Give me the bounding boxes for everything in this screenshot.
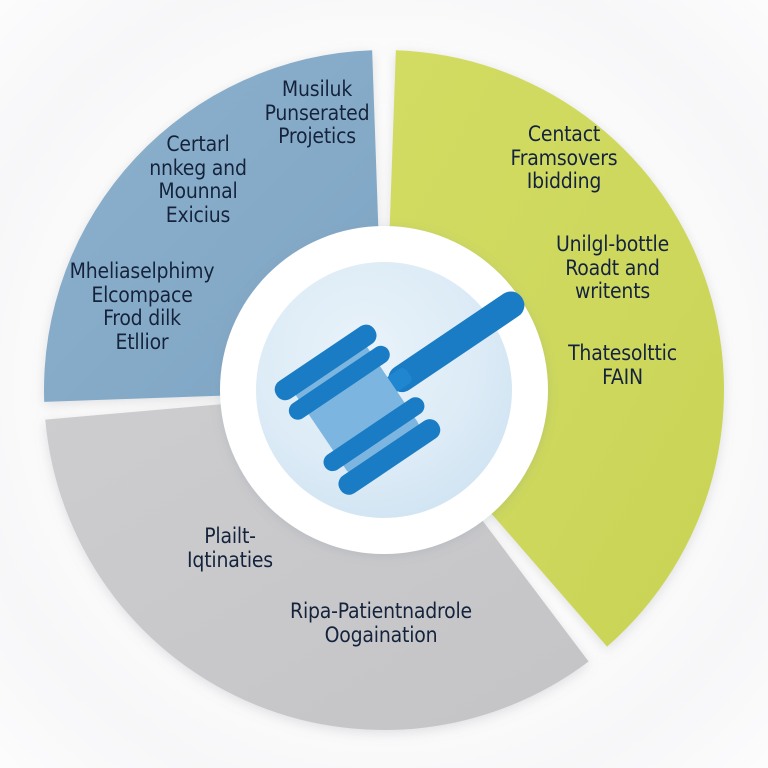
gray-segment (45, 403, 589, 731)
yellow-segment (389, 50, 724, 647)
blue-segment (44, 50, 379, 402)
segment-group (44, 50, 724, 731)
gavel-icon (274, 291, 525, 495)
